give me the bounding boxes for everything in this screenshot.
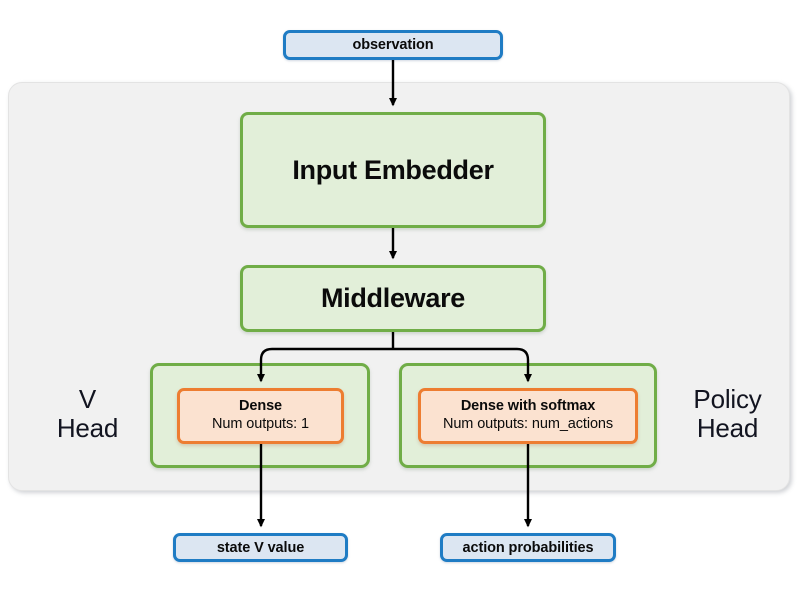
v-head-caption: V Head (35, 384, 140, 444)
v-head-caption-line-1: V (78, 384, 97, 414)
node-v-head-dense-subtitle: Num outputs: 1 (212, 416, 309, 432)
node-action-probabilities-label: action probabilities (462, 539, 594, 556)
policy-head-caption-line-1: Policy (693, 384, 762, 414)
node-input-embedder-label: Input Embedder (292, 154, 494, 185)
v-head-caption-line-2: Head (56, 413, 119, 444)
node-observation[interactable]: observation (283, 30, 503, 60)
node-action-probabilities[interactable]: action probabilities (440, 533, 616, 562)
node-state-v-value[interactable]: state V value (173, 533, 348, 562)
node-state-v-value-label: state V value (216, 539, 305, 556)
node-policy-head-dense-subtitle: Num outputs: num_actions (442, 416, 614, 432)
node-observation-label: observation (352, 37, 434, 53)
node-middleware[interactable]: Middleware (240, 265, 546, 332)
node-v-head-dense-title: Dense (238, 398, 283, 415)
node-input-embedder[interactable]: Input Embedder (240, 112, 546, 228)
node-policy-head-dense[interactable]: Dense with softmax Num outputs: num_acti… (418, 388, 638, 444)
node-policy-head-dense-title: Dense with softmax (460, 398, 596, 415)
node-v-head-dense[interactable]: Dense Num outputs: 1 (177, 388, 344, 444)
policy-head-caption-line-2: Head (696, 413, 759, 444)
policy-head-caption: Policy Head (665, 384, 790, 444)
node-middleware-label: Middleware (320, 283, 466, 313)
